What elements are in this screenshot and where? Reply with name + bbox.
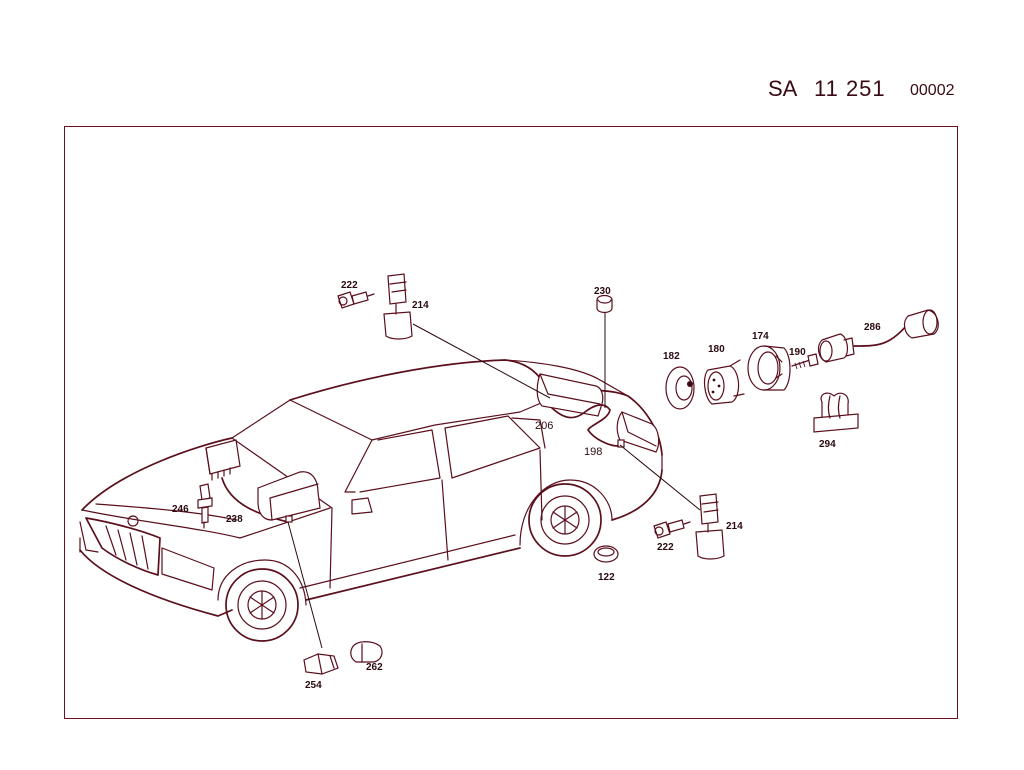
diagram-prefix: SA <box>768 76 798 101</box>
front-lamp-housing <box>257 471 321 523</box>
socket-insert-180 <box>703 359 745 405</box>
callout-294: 294 <box>819 439 836 450</box>
callout-222-top: 222 <box>341 280 358 291</box>
callout-174: 174 <box>752 331 769 342</box>
diagram-number: 11 251 <box>814 76 886 101</box>
callout-222-bottom: 222 <box>657 542 674 553</box>
callout-182: 182 <box>663 351 680 362</box>
rear-lamp-housing-198 <box>616 411 660 453</box>
callout-198: 198 <box>584 446 602 458</box>
diagram-code: 00002 <box>910 82 955 99</box>
callout-122: 122 <box>598 572 615 583</box>
socket-254 <box>303 653 339 675</box>
car-outline <box>79 359 663 642</box>
cable-286 <box>817 309 939 363</box>
callout-230: 230 <box>594 286 611 297</box>
callout-206: 206 <box>535 420 553 432</box>
sensor-246 <box>197 483 213 529</box>
clip-294 <box>813 392 859 433</box>
callout-286: 286 <box>864 322 881 333</box>
callout-180: 180 <box>708 344 725 355</box>
callout-254: 254 <box>305 680 322 691</box>
rear-lamp-housing-206 <box>536 373 604 417</box>
flange-182 <box>665 366 695 410</box>
callout-262: 262 <box>366 662 383 673</box>
bulb-222-top <box>337 291 375 309</box>
callout-214-bottom: 214 <box>726 521 743 532</box>
callout-190: 190 <box>789 347 806 358</box>
bulb-222-bottom <box>653 519 691 539</box>
grommet-230 <box>596 294 613 314</box>
socket-214-top <box>383 273 413 340</box>
screw-190 <box>791 353 819 370</box>
callout-labels: 222 214 230 182 180 174 190 286 294 206 … <box>172 280 881 691</box>
diagram-frame <box>64 126 958 719</box>
callout-214-top: 214 <box>412 300 429 311</box>
socket-214-bottom <box>695 493 725 560</box>
leader-lines <box>287 312 701 649</box>
grommet-122 <box>593 545 619 563</box>
rear-wiring <box>551 404 619 447</box>
housing-174 <box>747 345 791 391</box>
control-unit-238 <box>205 439 289 523</box>
callout-246: 246 <box>172 504 189 515</box>
bulb-262 <box>350 641 383 663</box>
callout-238: 238 <box>226 514 243 525</box>
